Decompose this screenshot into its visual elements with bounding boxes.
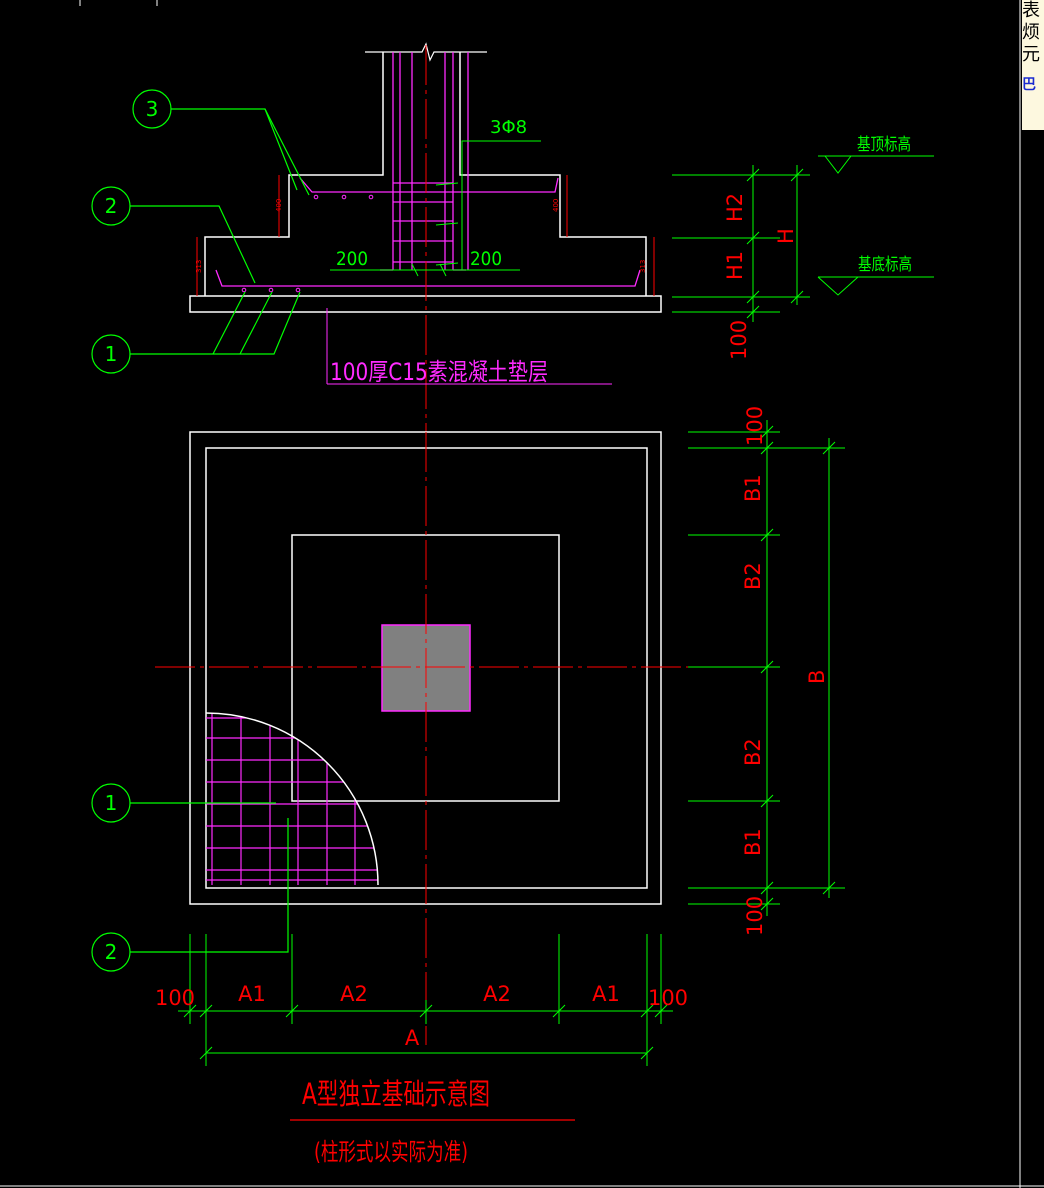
plan-hdim-a1-left: A1 (238, 982, 266, 1006)
plan-hdim-100-right: 100 (648, 986, 688, 1010)
side-link[interactable]: 巴 (1022, 77, 1036, 93)
dim-200-lines (330, 263, 520, 277)
plan-vertical-dim-lines (688, 420, 845, 916)
side-chip[interactable]: 元 (1022, 44, 1040, 65)
plan-vdim-100-top: 100 (743, 406, 767, 446)
stirrup-note: 3Φ8 (490, 117, 527, 138)
section-view: 400 400 313 313 200 200 3Φ8 100厚C15素混凝土垫… (189, 42, 662, 432)
column-outline (204, 52, 647, 296)
section-callouts (91, 89, 310, 374)
drawing-subtitle: (柱形式以实际为准) (314, 1138, 468, 1166)
plan-vdim-b2-bottom: B2 (741, 738, 765, 766)
plan-vdim-total-b: B (805, 670, 829, 684)
plan-hdim-a2-right: A2 (483, 982, 511, 1006)
callout-plan-2-label: 2 (105, 940, 118, 964)
drawing-title: A型独立基础示意图 (302, 1077, 490, 1111)
column-rebar (380, 52, 469, 271)
rebar-dots (241, 194, 374, 293)
dim-small-left-upper: 400 (275, 199, 283, 212)
plan-callouts (91, 783, 289, 972)
dim-small-right-upper: 400 (552, 199, 560, 212)
plan-horizontal-dim-lines (178, 934, 673, 1066)
plan-vdim-b2-top: B2 (741, 562, 765, 590)
plan-mesh-arc (205, 712, 379, 886)
bottom-mesh-rebar (215, 269, 641, 287)
dim-h2: H2 (723, 193, 747, 222)
callout-plan-1-label: 1 (105, 791, 118, 815)
elevation-top-label: 基顶标高 (857, 135, 911, 155)
plan-hdim-a1-right: A1 (592, 982, 620, 1006)
plan-hdim-100-left: 100 (155, 986, 195, 1010)
cushion-note: 100厚C15素混凝土垫层 (330, 358, 548, 386)
stirrup-note-leader (435, 140, 541, 270)
section-small-dims (196, 175, 655, 296)
callout-2-label: 2 (105, 194, 118, 218)
dim-200-right: 200 (470, 248, 502, 270)
plan-centerlines (155, 432, 710, 1045)
dim-small-right-lower: 313 (639, 260, 647, 273)
plan-rebar-mesh (206, 713, 378, 885)
plan-vdim-b1-top: B1 (741, 474, 765, 502)
plan-hdim-total-a: A (405, 1026, 420, 1050)
side-panel[interactable]: 表 烦 元 巴 (1022, 0, 1044, 130)
plan-hdim-a2-left: A2 (340, 982, 368, 1006)
upper-step-rebar (299, 177, 559, 193)
callout-3-label: 3 (146, 97, 159, 121)
dim-h1: H1 (723, 251, 747, 280)
side-chip[interactable]: 烦 (1022, 22, 1040, 43)
elevation-dims (672, 155, 934, 322)
dim-h: H (774, 228, 798, 244)
dim-200-left: 200 (336, 248, 368, 270)
dim-small-left-lower: 313 (195, 260, 203, 273)
plan-view (155, 431, 710, 1045)
elevation-bottom-label: 基底标高 (858, 255, 912, 275)
dim-cushion-100: 100 (727, 320, 751, 360)
callout-1-label: 1 (105, 342, 118, 366)
side-chip[interactable]: 表 (1022, 0, 1040, 21)
cushion-note-leader (326, 308, 612, 385)
plan-vdim-b1-bottom: B1 (741, 828, 765, 856)
plan-vdim-100-bottom: 100 (743, 896, 767, 936)
